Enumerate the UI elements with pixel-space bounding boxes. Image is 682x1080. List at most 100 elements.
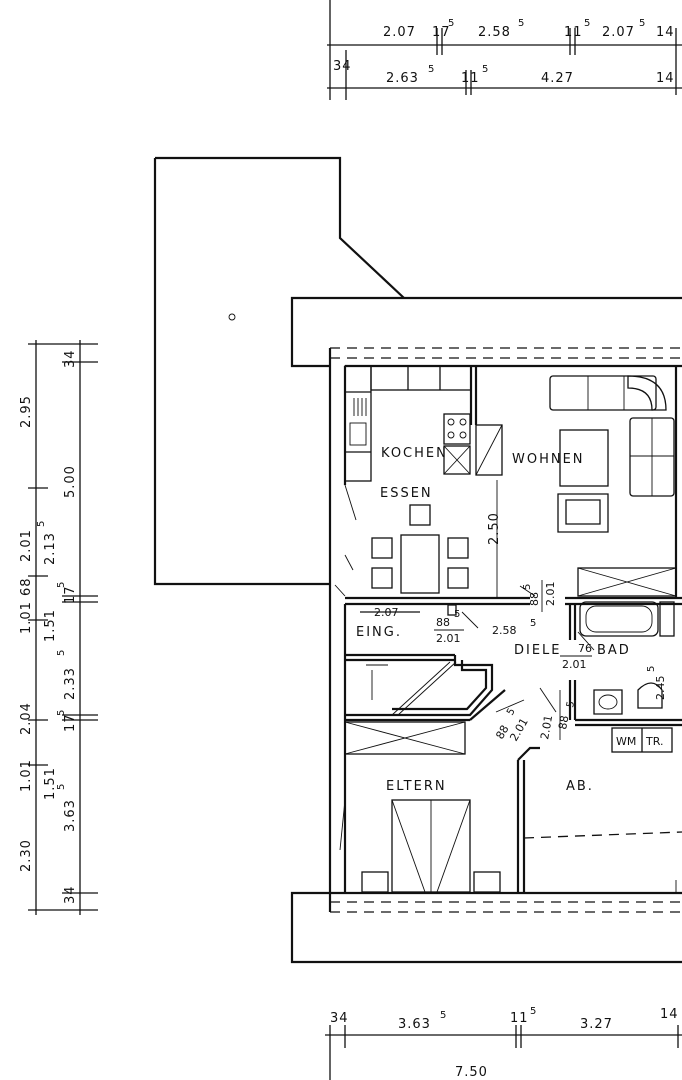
bottom-dim-3-27: 3.27 [580, 1017, 613, 1032]
left-dim-17-5-a: 17 [63, 585, 78, 604]
bad-door-height: 2.01 [562, 658, 587, 671]
dining-chair-right-2 [447, 567, 469, 589]
toilet-icon [637, 682, 663, 709]
top-dim-4: 11 [564, 25, 583, 40]
left-dim-2-33-sup: 5 [56, 650, 67, 656]
eltern-bedroom: ELTERN [339, 721, 501, 893]
eltern-door-height: 2.01 [507, 716, 531, 744]
top-dim-5-sup: 5 [639, 18, 645, 29]
left-dim-34-top: 34 [63, 349, 78, 368]
left-dim-2-13-sup: 5 [36, 521, 47, 527]
bottom-dim-3-63-sup: 5 [440, 1010, 446, 1021]
room-label-essen: ESSEN [380, 486, 433, 501]
left-dim-68: 68 [19, 577, 34, 596]
top-dimension-chain: 2.07 17 5 2.58 5 11 5 2.07 5 14 34 2.63 … [327, 0, 682, 100]
left-dim-17-5-b-sup: 5 [56, 710, 67, 716]
dining-table [400, 534, 440, 594]
ab-door-dim: 88 [556, 714, 571, 730]
top-dim-2: 17 [432, 25, 451, 40]
left-dim-2-30: 2.30 [19, 839, 34, 872]
top-dim-row2-3-sup: 5 [482, 64, 488, 75]
terrace-outline [153, 156, 405, 586]
top-dim-5: 2.07 [602, 25, 635, 40]
bottom-dim-3-63: 3.63 [398, 1017, 431, 1032]
coffee-table [559, 429, 609, 487]
armchair [557, 493, 609, 533]
room-label-eing: EING. [356, 625, 402, 640]
dining-chair-right-1 [447, 537, 469, 559]
bathtub-icon [579, 601, 659, 637]
room-label-wohnen: WOHNEN [512, 452, 585, 467]
room-label-eltern: ELTERN [386, 779, 447, 794]
nightstand-left [361, 871, 389, 893]
left-dim-2-95: 2.95 [19, 395, 34, 428]
kitchen-counter-top [370, 365, 472, 391]
bad-height-dim-sup: 5 [646, 666, 657, 672]
eing-door-height: 2.01 [436, 632, 461, 645]
left-dim-17-5-b: 17 [63, 713, 78, 732]
nightstand-right [473, 871, 501, 893]
roof-eaves [290, 296, 682, 964]
eing-width-dim: 2.07 [374, 606, 399, 619]
top-dim-row2-4: 4.27 [541, 71, 574, 86]
kitchen-fixtures: KOCHEN [344, 365, 503, 521]
top-dim-4-sup: 5 [584, 18, 590, 29]
top-dim-1: 2.07 [383, 25, 416, 40]
ab-door-height: 2.01 [538, 714, 555, 740]
wohnen-door-dim-sup: 5 [522, 584, 533, 590]
eing-door-dim-sup: 5 [454, 609, 460, 620]
left-dim-2-04: 2.04 [19, 702, 34, 735]
ab-room: AB. [523, 779, 682, 893]
bottom-dim-total: 7.50 [455, 1065, 488, 1080]
label-wm: WM [616, 735, 636, 748]
left-dim-1-51-a: 1.51 [43, 609, 58, 642]
bottom-dim-11-sup: 5 [530, 1006, 536, 1017]
left-dim-3-63-sup: 5 [56, 784, 67, 790]
left-dim-17-5-a-sup: 5 [56, 582, 67, 588]
top-dim-row2-5: 14 [656, 71, 675, 86]
top-dim-3: 2.58 [478, 25, 511, 40]
diele-width-dim: 2.58 [492, 624, 517, 637]
room-label-diele: DIELE [514, 643, 562, 658]
left-dim-3-63: 3.63 [63, 799, 78, 832]
left-dim-5-00: 5.00 [63, 465, 78, 498]
bad-door-dim: 76 [578, 642, 592, 655]
terrace-marker [228, 313, 236, 321]
room-label-ab: AB. [566, 779, 594, 794]
eing-door-dim: 88 [436, 616, 450, 629]
essen-height-dim: 2.50 [487, 512, 502, 545]
stove-icon [443, 413, 471, 445]
room-label-kochen: KOCHEN [381, 446, 448, 461]
bottom-dim-34: 34 [330, 1011, 349, 1026]
dining-chair-top [409, 504, 431, 526]
bottom-dim-14: 14 [660, 1007, 679, 1022]
top-dim-row2-3: 11 [461, 71, 480, 86]
entrance-hall: 2.07 EING. 88 5 2.01 2.58 5 DIELE 88 5 2… [356, 580, 562, 716]
sink-icon [349, 422, 367, 446]
walls [328, 348, 682, 912]
top-dim-2-sup: 5 [448, 18, 454, 29]
left-dim-2-13: 2.13 [43, 532, 58, 565]
ab-door-dim-sup: 5 [565, 700, 577, 708]
fridge-icon [443, 445, 471, 475]
dining-furniture: ESSEN 2.50 [334, 480, 502, 598]
top-dim-3-sup: 5 [518, 18, 524, 29]
top-dim-row2-2-sup: 5 [428, 64, 434, 75]
left-dim-1-01-b: 1.01 [19, 759, 34, 792]
wohnen-door-dim: 88 [528, 592, 541, 606]
bathroom: 76 2.01 BAD 2.45 5 WM TR. [560, 567, 677, 753]
kitchen-cabinet-right [475, 424, 503, 476]
left-dim-1-01-a: 1.01 [19, 601, 34, 634]
top-dim-row2-2: 2.63 [386, 71, 419, 86]
left-dim-1-51-b: 1.51 [43, 767, 58, 800]
diele-width-dim-sup: 5 [530, 618, 536, 629]
bottom-dim-11: 11 [510, 1011, 529, 1026]
washbasin-icon [593, 689, 623, 715]
bedroom-doors: 88 5 2.01 2.01 88 5 [493, 687, 577, 744]
sofa-corner [627, 375, 667, 411]
wardrobe-eltern [344, 721, 466, 755]
wohnen-door-height: 2.01 [544, 582, 557, 607]
left-dim-2-01: 2.01 [19, 529, 34, 562]
left-dim-34-bottom: 34 [63, 885, 78, 904]
